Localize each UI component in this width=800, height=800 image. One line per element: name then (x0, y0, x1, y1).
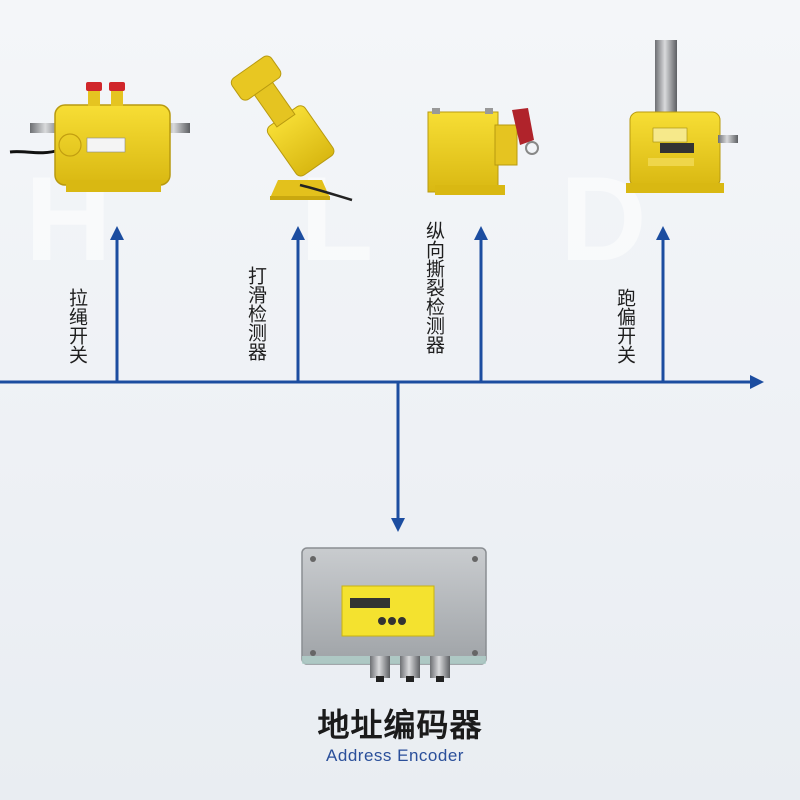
encoder-subtitle: Address Encoder (326, 746, 464, 765)
encoder-title: 地址编码器 (317, 706, 483, 744)
tear-detector-icon (427, 108, 539, 195)
device-label-slip-detector: 打滑检测器 (245, 266, 267, 361)
device-label-tear-detector: 纵向撕裂检测器 (423, 221, 445, 354)
deviation-switch-icon (626, 40, 738, 193)
branch-arrowhead-2 (291, 226, 305, 240)
device-label-deviation-switch: 跑偏开关 (614, 288, 636, 364)
device-label-pull-cord-switch: 拉绳开关 (66, 288, 88, 364)
branch-arrowhead-4 (656, 226, 670, 240)
encoder-arrowhead (391, 518, 405, 532)
main-bus-arrowhead (750, 375, 764, 389)
bus-lines (0, 226, 764, 532)
slip-detector-icon (230, 55, 353, 202)
branch-arrowhead-3 (474, 226, 488, 240)
pull-cord-switch-icon (9, 82, 190, 192)
address-encoder-box-icon (301, 547, 487, 682)
branch-arrowhead-1 (110, 226, 124, 240)
